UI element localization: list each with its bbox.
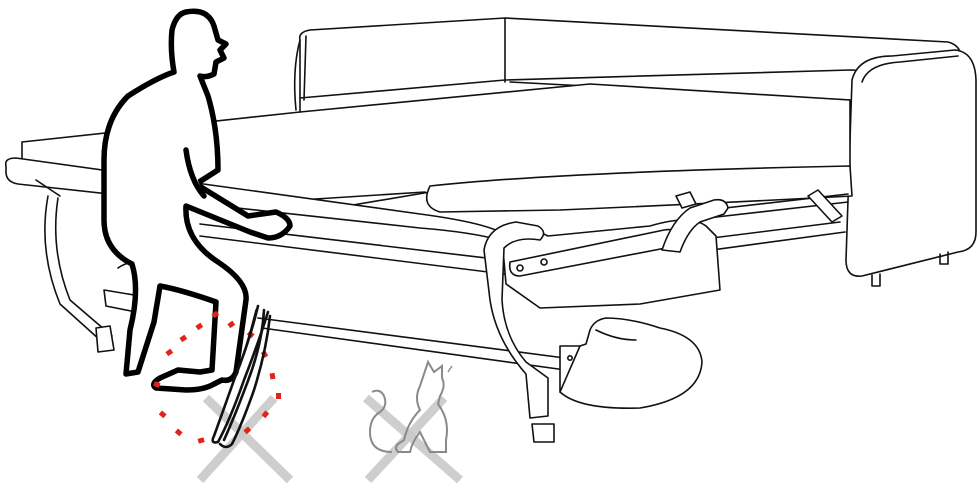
no-pet-icon	[366, 362, 460, 480]
sofa-right-armrest	[846, 50, 976, 286]
